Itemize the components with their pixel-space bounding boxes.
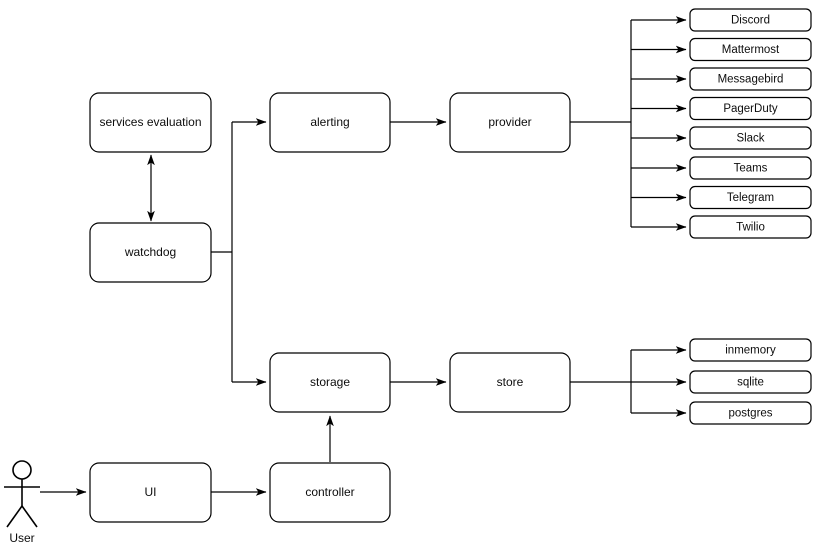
node-alerting[interactable]: alerting: [269, 92, 391, 153]
node-controller[interactable]: controller: [269, 462, 391, 523]
node-storage-box: [269, 352, 391, 413]
provider-list: Discord Mattermost Messagebird PagerDuty…: [689, 8, 812, 239]
store-item-inmemory[interactable]: inmemory: [689, 338, 812, 362]
node-services-evaluation[interactable]: services evaluation: [89, 92, 212, 153]
provider-item-label: PagerDuty: [723, 103, 778, 115]
store-item-label: inmemory: [725, 345, 776, 357]
store-list: inmemory sqlite postgres: [689, 338, 812, 425]
node-controller-label: controller: [305, 485, 354, 499]
provider-item-box: [689, 156, 812, 180]
provider-item-box: [689, 126, 812, 150]
node-store-box: [449, 352, 571, 413]
node-store-label: store: [497, 375, 524, 389]
actor-user[interactable]: User: [4, 460, 40, 545]
node-storage[interactable]: storage: [269, 352, 391, 413]
node-provider-box: [449, 92, 571, 153]
edge-layer: [40, 16, 687, 496]
provider-item-box: [689, 96, 812, 121]
provider-item-box: [689, 215, 812, 239]
provider-item-box: [689, 67, 812, 91]
store-item-box: [689, 338, 812, 362]
provider-item-label: Telegram: [727, 192, 774, 204]
provider-item-slack[interactable]: Slack: [689, 126, 812, 150]
node-watchdog-box: [89, 222, 212, 283]
node-watchdog-label: watchdog: [124, 245, 176, 259]
provider-item-twilio[interactable]: Twilio: [689, 215, 812, 239]
actor-head-icon: [12, 460, 32, 480]
node-services-evaluation-box: [89, 92, 212, 153]
node-ui[interactable]: UI: [89, 462, 212, 523]
node-storage-label: storage: [310, 375, 350, 389]
provider-item-label: Slack: [736, 133, 764, 145]
node-watchdog[interactable]: watchdog: [89, 222, 212, 283]
provider-item-discord[interactable]: Discord: [689, 8, 812, 32]
store-item-box: [689, 401, 812, 425]
provider-item-box: [689, 185, 812, 210]
node-services-evaluation-label: services evaluation: [99, 115, 201, 129]
node-store[interactable]: store: [449, 352, 571, 413]
node-ui-label: UI: [145, 485, 157, 499]
actor-leg-right-icon: [21, 505, 38, 528]
provider-item-mattermost[interactable]: Mattermost: [689, 37, 812, 62]
provider-item-messagebird[interactable]: Messagebird: [689, 67, 812, 91]
store-item-box: [689, 370, 812, 394]
provider-item-telegram[interactable]: Telegram: [689, 185, 812, 210]
provider-item-label: Messagebird: [718, 74, 784, 86]
node-provider[interactable]: provider: [449, 92, 571, 153]
provider-item-box: [689, 8, 812, 32]
provider-item-label: Twilio: [736, 222, 765, 234]
provider-item-label: Discord: [731, 15, 770, 27]
provider-item-box: [689, 37, 812, 62]
actor-user-label: User: [9, 531, 34, 545]
store-item-sqlite[interactable]: sqlite: [689, 370, 812, 394]
store-item-label: sqlite: [737, 377, 764, 389]
node-ui-box: [89, 462, 212, 523]
provider-item-label: Mattermost: [722, 44, 780, 56]
node-alerting-box: [269, 92, 391, 153]
provider-item-teams[interactable]: Teams: [689, 156, 812, 180]
store-item-postgres[interactable]: postgres: [689, 401, 812, 425]
actor-leg-left-icon: [6, 505, 23, 528]
node-controller-box: [269, 462, 391, 523]
node-provider-label: provider: [488, 115, 531, 129]
provider-item-label: Teams: [734, 163, 768, 175]
store-item-label: postgres: [728, 408, 772, 420]
node-alerting-label: alerting: [310, 115, 349, 129]
provider-item-pagerduty[interactable]: PagerDuty: [689, 96, 812, 121]
